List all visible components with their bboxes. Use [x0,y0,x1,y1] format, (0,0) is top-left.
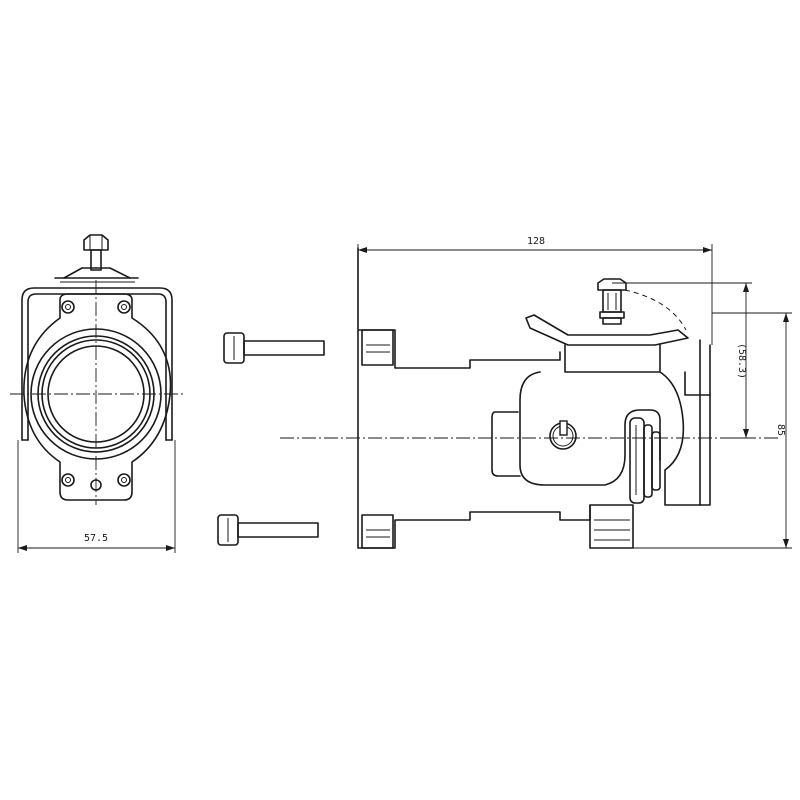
dimension-total-height: 85 [633,312,792,549]
dimension-side-length: 128 [357,236,713,345]
screw-lower [217,514,319,546]
dimension-height-offset: (58.3) [612,282,752,439]
front-corner-screws [61,300,131,487]
dimension-front-width: 57.5 [17,440,176,553]
front-bracket [21,287,173,441]
front-housing-plate [23,293,172,501]
side-housing-body [564,344,711,506]
front-clamp-bolt [54,234,139,283]
screw-upper [223,332,325,364]
dimension-height-offset-label: (58.3) [736,343,747,379]
dimension-front-width-label: 57.5 [84,533,108,544]
side-lower-foot [589,504,634,549]
side-clamp-lever [525,289,689,346]
side-upper-tab [361,329,394,366]
side-clamp-bolt [597,278,627,325]
side-view: 128 (58.3) 85 [280,236,792,549]
front-view: 57.5 [10,234,186,553]
side-cam-body [519,371,661,486]
dimension-total-height-label: 85 [775,424,786,436]
side-seal-stack [629,417,661,504]
side-base-plate [357,247,591,549]
side-lower-tab [361,514,394,549]
dimension-side-length-label: 128 [527,236,545,247]
